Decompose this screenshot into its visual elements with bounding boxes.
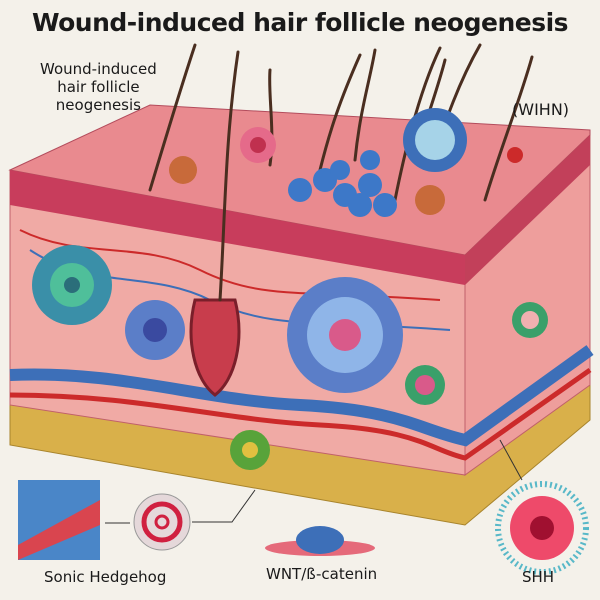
blood-vessel-blue bbox=[9, 345, 594, 447]
side-label: Wound-induced hair follicle neogenesis bbox=[40, 60, 157, 114]
page-title: Wound-induced hair follicle neogenesis bbox=[31, 8, 569, 37]
cells bbox=[32, 108, 548, 470]
epidermis-band bbox=[10, 170, 465, 285]
side-label-line: hair follicle bbox=[57, 78, 140, 96]
label-sonic-hedgehog: Sonic Hedgehog bbox=[44, 568, 167, 586]
side-label-line: Wound-induced bbox=[40, 60, 157, 78]
wnt-cell-nucleus bbox=[296, 526, 344, 554]
tissue-sample-red-band bbox=[18, 500, 100, 560]
label-shh: SHH bbox=[522, 568, 555, 586]
follicle-core bbox=[154, 514, 170, 530]
abbreviation-label: (WIHN) bbox=[512, 100, 570, 119]
follicle-ring bbox=[141, 501, 183, 543]
hair-follicle bbox=[189, 298, 241, 397]
shh-cell-icon bbox=[495, 481, 589, 575]
epidermis-band-side bbox=[465, 135, 590, 285]
connector-line-2 bbox=[192, 489, 256, 523]
label-wnt-beta-catenin: WNT/ß-catenin bbox=[266, 565, 378, 583]
connector-line-3 bbox=[499, 439, 523, 481]
shh-cell-nucleus bbox=[530, 516, 554, 540]
side-label-line: neogenesis bbox=[55, 96, 141, 114]
blood-vessel-red bbox=[9, 367, 592, 461]
